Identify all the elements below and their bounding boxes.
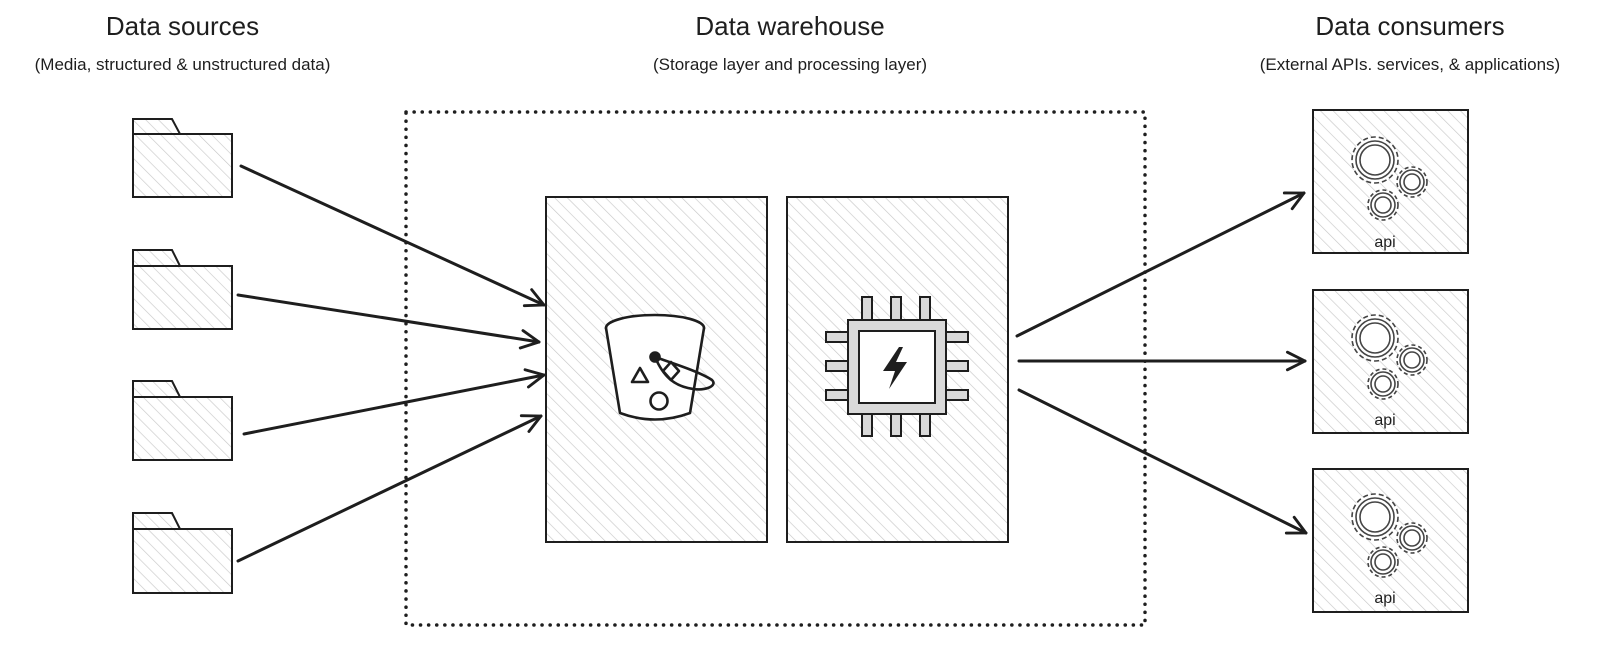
warehouse-subtitle: (Storage layer and processing layer): [652, 55, 928, 74]
processing-layer-panel: [786, 196, 1009, 543]
arrow-source-1-to-storage: [239, 164, 546, 308]
cpu-chip-icon: [825, 296, 969, 437]
bucket-icon: [604, 313, 715, 421]
source-folder-3: [132, 380, 233, 461]
warehouse-title: Data warehouse: [695, 11, 885, 41]
sources-subtitle: (Media, structured & unstructured data): [34, 55, 331, 74]
arrow-source-4-to-storage: [236, 414, 543, 563]
gears-icon: [1351, 314, 1428, 400]
sources-title: Data sources: [105, 11, 260, 41]
folder-icon: [132, 512, 233, 594]
consumer-box-2: [1312, 289, 1469, 434]
consumer-box-1: [1312, 109, 1469, 254]
gears-icon: [1351, 136, 1428, 221]
source-folder-4: [132, 512, 233, 594]
consumers-title: Data consumers: [1315, 11, 1505, 41]
arrow-processing-to-consumer-1: [1015, 191, 1306, 338]
warehouse-boundary: [404, 110, 1147, 627]
consumers-heading: Data consumers (External APIs. services,…: [1220, 10, 1600, 76]
api-label-3: api: [1374, 590, 1395, 607]
consumers-subtitle: (External APIs. services, & applications…: [1259, 55, 1561, 74]
api-label-2: api: [1374, 412, 1395, 429]
folder-icon: [132, 118, 233, 198]
storage-layer-panel: [545, 196, 768, 543]
folder-icon: [132, 249, 233, 330]
gears-icon: [1351, 493, 1428, 578]
arrow-source-3-to-storage: [242, 368, 546, 436]
arrow-source-2-to-storage: [236, 293, 541, 350]
source-folder-1: [132, 118, 233, 198]
consumer-box-3: [1312, 468, 1469, 613]
warehouse-heading: Data warehouse (Storage layer and proces…: [590, 10, 990, 76]
arrow-processing-to-consumer-3: [1017, 388, 1308, 535]
folder-icon: [132, 380, 233, 461]
source-folder-2: [132, 249, 233, 330]
api-label-1: api: [1374, 234, 1395, 251]
sources-heading: Data sources (Media, structured & unstru…: [0, 10, 365, 76]
